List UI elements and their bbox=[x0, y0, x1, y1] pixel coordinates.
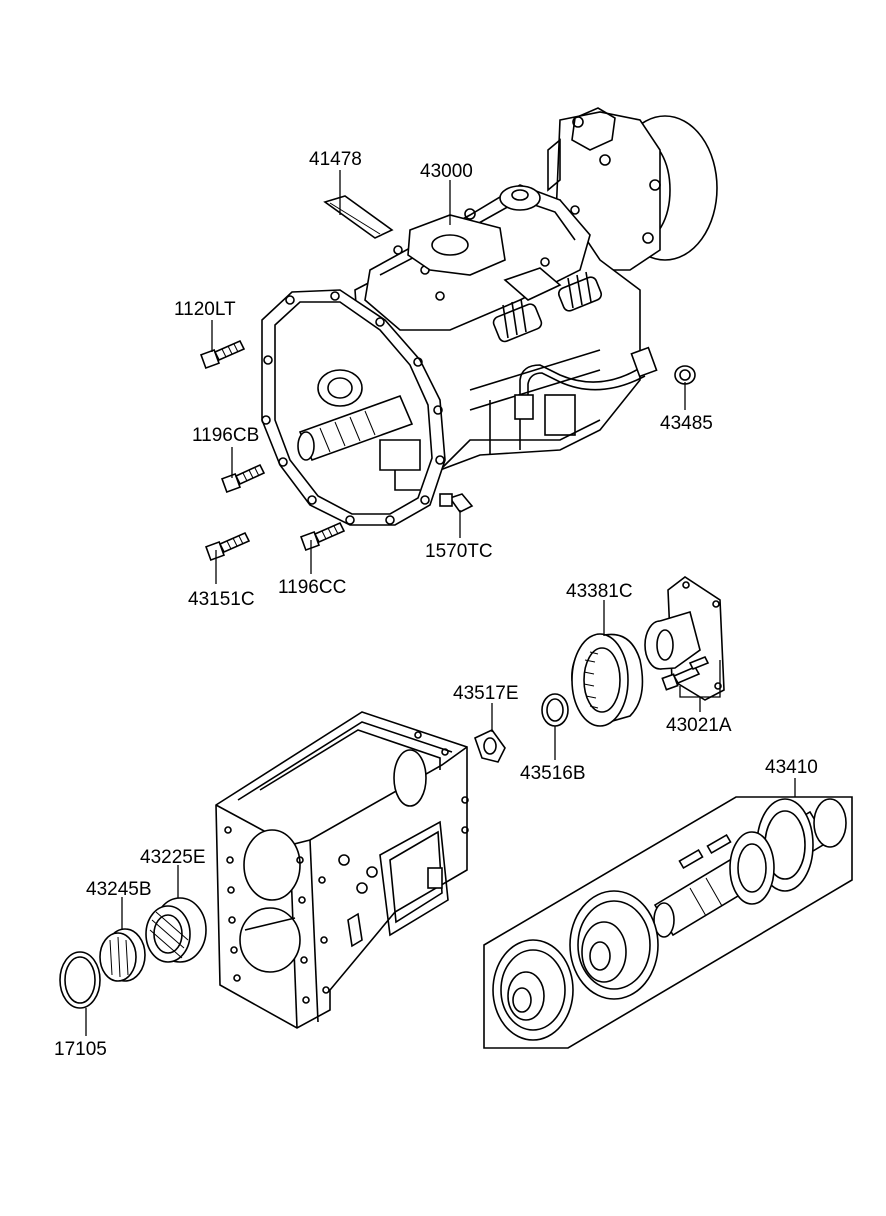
part-label-43381C[interactable]: 43381C bbox=[566, 581, 633, 602]
part-label-43021A[interactable]: 43021A bbox=[666, 715, 732, 736]
spacer-43516B bbox=[541, 693, 569, 727]
bolt-1196CC bbox=[300, 521, 346, 551]
part-label-17105[interactable]: 17105 bbox=[54, 1039, 107, 1060]
part-label-43151C[interactable]: 43151C bbox=[188, 589, 255, 610]
part-label-1120LT[interactable]: 1120LT bbox=[174, 299, 236, 320]
bearing-43245B bbox=[99, 928, 146, 982]
part-label-43000[interactable]: 43000 bbox=[420, 161, 473, 182]
snap-ring-17105 bbox=[59, 951, 101, 1009]
bearing-43225E bbox=[145, 897, 207, 963]
part-label-41478[interactable]: 41478 bbox=[309, 149, 362, 170]
transmission-case bbox=[215, 711, 469, 1029]
leader-lines bbox=[85, 170, 796, 1036]
part-label-1570TC[interactable]: 1570TC bbox=[425, 541, 493, 562]
part-label-1196CB[interactable]: 1196CB bbox=[192, 425, 260, 446]
bearing-retainer-43021A bbox=[644, 576, 725, 701]
part-label-43410[interactable]: 43410 bbox=[765, 757, 818, 778]
plug-1570TC bbox=[439, 493, 474, 514]
gasket-41478 bbox=[323, 195, 394, 239]
part-label-43225E[interactable]: 43225E bbox=[140, 847, 206, 868]
part-label-43516B[interactable]: 43516B bbox=[520, 763, 586, 784]
bolt-1120LT bbox=[200, 339, 246, 369]
bolt-43021A bbox=[661, 655, 710, 691]
part-label-43517E[interactable]: 43517E bbox=[453, 683, 519, 704]
part-label-43485[interactable]: 43485 bbox=[660, 413, 713, 434]
part-label-43245B[interactable]: 43245B bbox=[86, 879, 152, 900]
part-label-1196CC[interactable]: 1196CC bbox=[278, 577, 347, 598]
washer-43517E bbox=[474, 728, 506, 763]
seal-43485 bbox=[674, 365, 696, 385]
ring-gear-43381C bbox=[571, 633, 644, 727]
bolt-43151C bbox=[205, 531, 251, 561]
transmission-assembly bbox=[261, 107, 718, 526]
countershaft-gear-43410 bbox=[483, 796, 853, 1049]
bolt-1196CB bbox=[221, 463, 266, 493]
